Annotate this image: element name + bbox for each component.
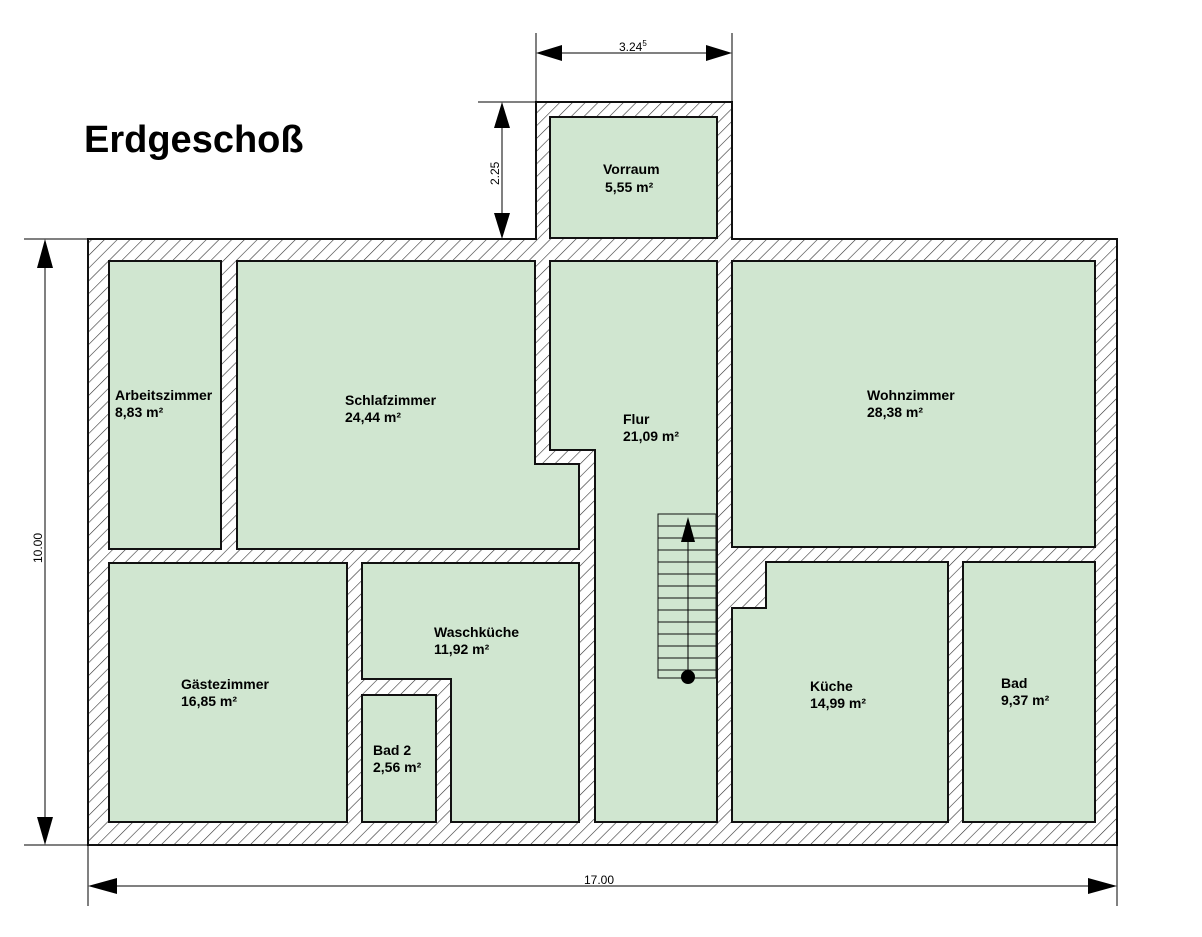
room-labels: Vorraum 5,55 m² Arbeitszimmer 8,83 m² Sc… — [115, 161, 1050, 775]
room-name: Bad 2 — [373, 742, 411, 758]
room-area: 24,44 m² — [345, 409, 401, 425]
room-name: Gästezimmer — [181, 676, 269, 692]
room-flur — [549, 260, 718, 823]
room-name: Wohnzimmer — [867, 387, 955, 403]
plan-title: Erdgeschoß — [84, 119, 304, 161]
dimension-label: 10.00 — [31, 533, 45, 563]
dimension-vorraum-width: 3.245 — [535, 33, 733, 102]
room-name: Arbeitszimmer — [115, 387, 213, 403]
room-area: 14,99 m² — [810, 695, 866, 711]
room-area: 16,85 m² — [181, 693, 237, 709]
dimension-label: 17.00 — [584, 873, 614, 887]
dimension-building-width: 17.00 — [87, 845, 1118, 906]
stair-direction-arrow — [681, 517, 695, 542]
room-area: 21,09 m² — [623, 428, 679, 444]
dimension-vorraum-depth: 2.25 — [24, 101, 536, 240]
room-vorraum — [549, 116, 718, 239]
room-bad2 — [361, 694, 437, 823]
dimension-label: 3.245 — [619, 39, 647, 54]
room-wohnzimmer — [731, 260, 1096, 548]
dimension-label: 2.25 — [488, 161, 502, 185]
room-area: 8,83 m² — [115, 404, 164, 420]
room-kueche — [731, 561, 949, 823]
room-arbeitszimmer — [108, 260, 222, 550]
room-name: Schlafzimmer — [345, 392, 437, 408]
room-area: 2,56 m² — [373, 759, 422, 775]
room-waschkueche — [361, 562, 580, 823]
room-name: Waschküche — [434, 624, 519, 640]
room-area: 11,92 m² — [434, 641, 490, 657]
stair-wall-hatch — [730, 550, 766, 608]
room-name: Vorraum — [603, 161, 660, 177]
room-area: 28,38 m² — [867, 404, 923, 420]
room-schlafzimmer — [236, 260, 580, 550]
room-area: 5,55 m² — [605, 179, 654, 195]
room-area: 9,37 m² — [1001, 692, 1050, 708]
room-name: Bad — [1001, 675, 1027, 691]
dimension-building-depth: 10.00 — [24, 239, 88, 846]
room-bad — [962, 561, 1096, 823]
rooms — [108, 116, 1096, 823]
room-name: Flur — [623, 411, 650, 427]
stair-start-dot — [681, 670, 695, 684]
staircase — [657, 513, 717, 684]
room-name: Küche — [810, 678, 853, 694]
room-gaestezimmer — [108, 562, 348, 823]
